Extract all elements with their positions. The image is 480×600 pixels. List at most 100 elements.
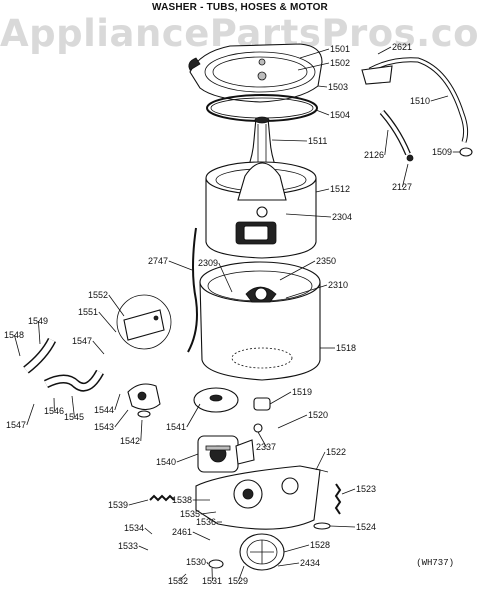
part-label-1503[interactable]: 1503 <box>328 82 348 92</box>
leader-line-1502 <box>297 62 330 71</box>
part-label-1509[interactable]: 1509 <box>432 147 452 157</box>
part-label-1547a[interactable]: 1547 <box>72 336 92 346</box>
part-label-1529[interactable]: 1529 <box>228 576 248 586</box>
part-label-2126[interactable]: 2126 <box>364 150 384 160</box>
part-label-2127[interactable]: 2127 <box>392 182 412 192</box>
inlet-hose-drawing[interactable] <box>379 110 414 162</box>
part-label-1535[interactable]: 1535 <box>180 509 200 519</box>
leader-line-1523 <box>341 488 356 495</box>
leader-line-1522 <box>315 451 326 471</box>
part-label-1539[interactable]: 1539 <box>108 500 128 510</box>
pump-drawing[interactable] <box>127 383 161 418</box>
leader-line-2747 <box>168 260 193 271</box>
part-label-2304[interactable]: 2304 <box>332 212 352 222</box>
part-label-1549[interactable]: 1549 <box>28 316 48 326</box>
part-label-1543[interactable]: 1543 <box>94 422 114 432</box>
leader-line-1504 <box>315 109 330 116</box>
part-label-1531[interactable]: 1531 <box>202 576 222 586</box>
part-label-1504[interactable]: 1504 <box>330 110 350 120</box>
drive-pulley-drawing[interactable] <box>239 533 285 571</box>
part-label-1519[interactable]: 1519 <box>292 387 312 397</box>
leader-line-1549 <box>38 320 41 345</box>
part-label-1552[interactable]: 1552 <box>88 290 108 300</box>
part-label-1511[interactable]: 1511 <box>308 136 327 146</box>
part-label-1523[interactable]: 1523 <box>356 484 376 494</box>
damper-pad-drawing[interactable] <box>313 522 331 530</box>
part-label-1542[interactable]: 1542 <box>120 436 140 446</box>
pulley-washer-drawing[interactable] <box>208 559 224 569</box>
clutch-drawing[interactable] <box>193 387 239 413</box>
wash-basket-drawing[interactable] <box>205 161 317 259</box>
drain-hose-short-drawing[interactable] <box>23 337 57 374</box>
leader-line-1552 <box>108 294 125 317</box>
part-label-1534[interactable]: 1534 <box>124 523 144 533</box>
leader-line-1535 <box>200 511 217 515</box>
part-label-2461[interactable]: 2461 <box>172 527 192 537</box>
part-label-2747[interactable]: 2747 <box>148 256 168 266</box>
motor-drawing[interactable] <box>197 435 255 473</box>
part-label-1538[interactable]: 1538 <box>172 495 192 505</box>
part-label-2337[interactable]: 2337 <box>256 442 276 452</box>
part-label-1536[interactable]: 1536 <box>196 517 216 527</box>
part-label-1532[interactable]: 1532 <box>168 576 188 586</box>
fill-hose-drawing[interactable] <box>361 57 469 143</box>
part-label-1518[interactable]: 1518 <box>336 343 356 353</box>
leader-line-2126 <box>384 129 389 156</box>
part-label-1524[interactable]: 1524 <box>356 522 376 532</box>
part-label-1502[interactable]: 1502 <box>330 58 350 68</box>
leader-line-1534 <box>144 527 153 535</box>
leader-line-1529 <box>238 565 245 582</box>
part-labels: 1501 1502 1503 1504 1511 1512 2304 2621 1510 2126… <box>4 42 460 586</box>
spring-right-drawing[interactable] <box>334 483 342 515</box>
leader-line-2304 <box>285 213 332 218</box>
leader-line-1541 <box>186 403 201 428</box>
leader-line-2621 <box>377 46 392 55</box>
drain-hose-long-drawing[interactable] <box>43 369 104 392</box>
outer-tub-drawing[interactable] <box>199 261 321 381</box>
motor-pulley-drawing[interactable] <box>253 397 271 433</box>
part-label-1547b[interactable]: 1547 <box>6 420 26 430</box>
part-label-1533[interactable]: 1533 <box>118 541 138 551</box>
part-label-1528[interactable]: 1528 <box>310 540 330 550</box>
hose-washer-drawing[interactable] <box>459 147 473 157</box>
part-label-1540[interactable]: 1540 <box>156 457 176 467</box>
leader-line-1539 <box>128 499 149 506</box>
part-label-2434[interactable]: 2434 <box>300 558 320 568</box>
part-label-1501[interactable]: 1501 <box>330 44 350 54</box>
part-label-1545[interactable]: 1545 <box>64 412 84 422</box>
part-label-2310[interactable]: 2310 <box>328 280 348 290</box>
leader-line-1544 <box>114 393 121 411</box>
leader-line-1501 <box>299 48 330 59</box>
part-label-1544[interactable]: 1544 <box>94 405 114 415</box>
part-label-1520[interactable]: 1520 <box>308 410 328 420</box>
diagram-title: WASHER - TUBS, HOSES & MOTOR <box>152 2 328 13</box>
part-label-1522[interactable]: 1522 <box>326 447 346 457</box>
part-label-1541[interactable]: 1541 <box>166 422 186 432</box>
leader-line-2461 <box>192 531 211 541</box>
leader-line-1542 <box>140 419 143 442</box>
part-label-1551[interactable]: 1551 <box>78 307 98 317</box>
part-label-2309[interactable]: 2309 <box>198 258 218 268</box>
tub-cover-drawing[interactable] <box>188 43 323 103</box>
leader-line-2310 <box>285 284 328 299</box>
part-label-1548[interactable]: 1548 <box>4 330 24 340</box>
leader-line-1547b <box>26 403 35 426</box>
leader-line-2434 <box>277 562 300 567</box>
leader-line-1548 <box>14 334 21 357</box>
leader-line-1519 <box>269 391 292 405</box>
part-label-2350[interactable]: 2350 <box>316 256 336 266</box>
part-label-1546[interactable]: 1546 <box>44 406 64 416</box>
leader-line-2337 <box>257 431 267 448</box>
leader-line-2350 <box>279 260 316 281</box>
spring-left-drawing[interactable] <box>149 494 175 502</box>
leader-line-1543 <box>114 409 129 428</box>
base-frame-drawing[interactable] <box>195 465 329 530</box>
leader-line-1532 <box>178 573 187 582</box>
leader-line-1511 <box>271 139 308 142</box>
part-label-1530[interactable]: 1530 <box>186 557 206 567</box>
part-label-1510[interactable]: 1510 <box>410 96 430 106</box>
part-label-2621[interactable]: 2621 <box>392 42 412 52</box>
pump-bracket-drawing[interactable] <box>116 294 172 350</box>
part-label-1512[interactable]: 1512 <box>330 184 350 194</box>
leader-line-1528 <box>283 544 310 553</box>
